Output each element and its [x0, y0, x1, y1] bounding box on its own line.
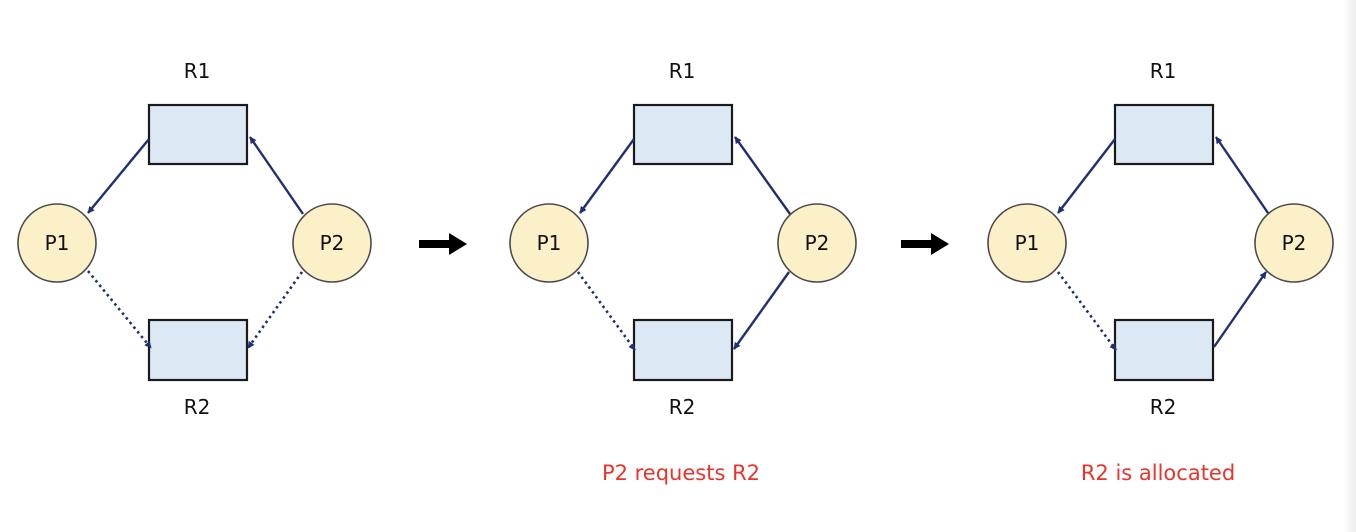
process-label-p1: P1 — [45, 231, 70, 255]
edge-r1-to-p1 — [579, 138, 635, 214]
resource-label-r1: R1 — [184, 59, 211, 83]
edge-p1-to-r2 — [1056, 271, 1118, 351]
process-label-p2: P2 — [805, 231, 830, 255]
resource-label-r2: R2 — [669, 395, 696, 419]
edge-p2-to-r2 — [246, 271, 304, 349]
resource-r2 — [1113, 318, 1215, 382]
edge-p1-to-r2 — [86, 270, 153, 349]
resource-label-r2: R2 — [184, 395, 211, 419]
resource-r1 — [632, 103, 734, 166]
edge-r1-to-p1 — [1057, 138, 1116, 214]
panel-caption: P2 requests R2 — [602, 461, 760, 485]
resource-label-r2: R2 — [1150, 395, 1177, 419]
panel-2: R1 R2 P1 P2 P2 requests R2 — [509, 59, 857, 485]
edge-p2-to-r1 — [1215, 136, 1269, 214]
edge-p2-to-r2 — [733, 271, 790, 350]
process-label-p2: P2 — [1282, 231, 1307, 255]
resource-label-r1: R1 — [1150, 59, 1177, 83]
process-p1 — [17, 203, 97, 283]
right-arrow-icon — [419, 233, 467, 255]
process-p2 — [777, 203, 857, 283]
panel-1: R1 R2 P1 P2 — [17, 59, 372, 419]
resource-r1 — [1113, 103, 1215, 166]
resource-r2 — [147, 318, 249, 382]
right-arrow-icon — [901, 233, 949, 255]
process-p1 — [509, 203, 589, 283]
resource-r2 — [632, 318, 734, 382]
panel-caption: R2 is allocated — [1081, 461, 1235, 485]
process-p2 — [1254, 203, 1334, 283]
resource-label-r1: R1 — [669, 59, 696, 83]
edge-r2-to-p2 — [1213, 271, 1267, 348]
edge-r1-to-p1 — [87, 138, 150, 214]
process-label-p1: P1 — [537, 231, 562, 255]
process-label-p1: P1 — [1015, 231, 1040, 255]
edge-p2-to-r1 — [734, 136, 791, 215]
process-label-p2: P2 — [320, 231, 345, 255]
resource-r1 — [147, 103, 249, 166]
page-edge-shadow — [1344, 0, 1356, 532]
process-p2 — [292, 203, 372, 283]
panel-3: R1 R2 P1 P2 R2 is allocated — [987, 59, 1334, 485]
process-p1 — [987, 203, 1067, 283]
edge-p2-to-r1 — [249, 136, 304, 215]
edge-p1-to-r2 — [576, 271, 637, 351]
